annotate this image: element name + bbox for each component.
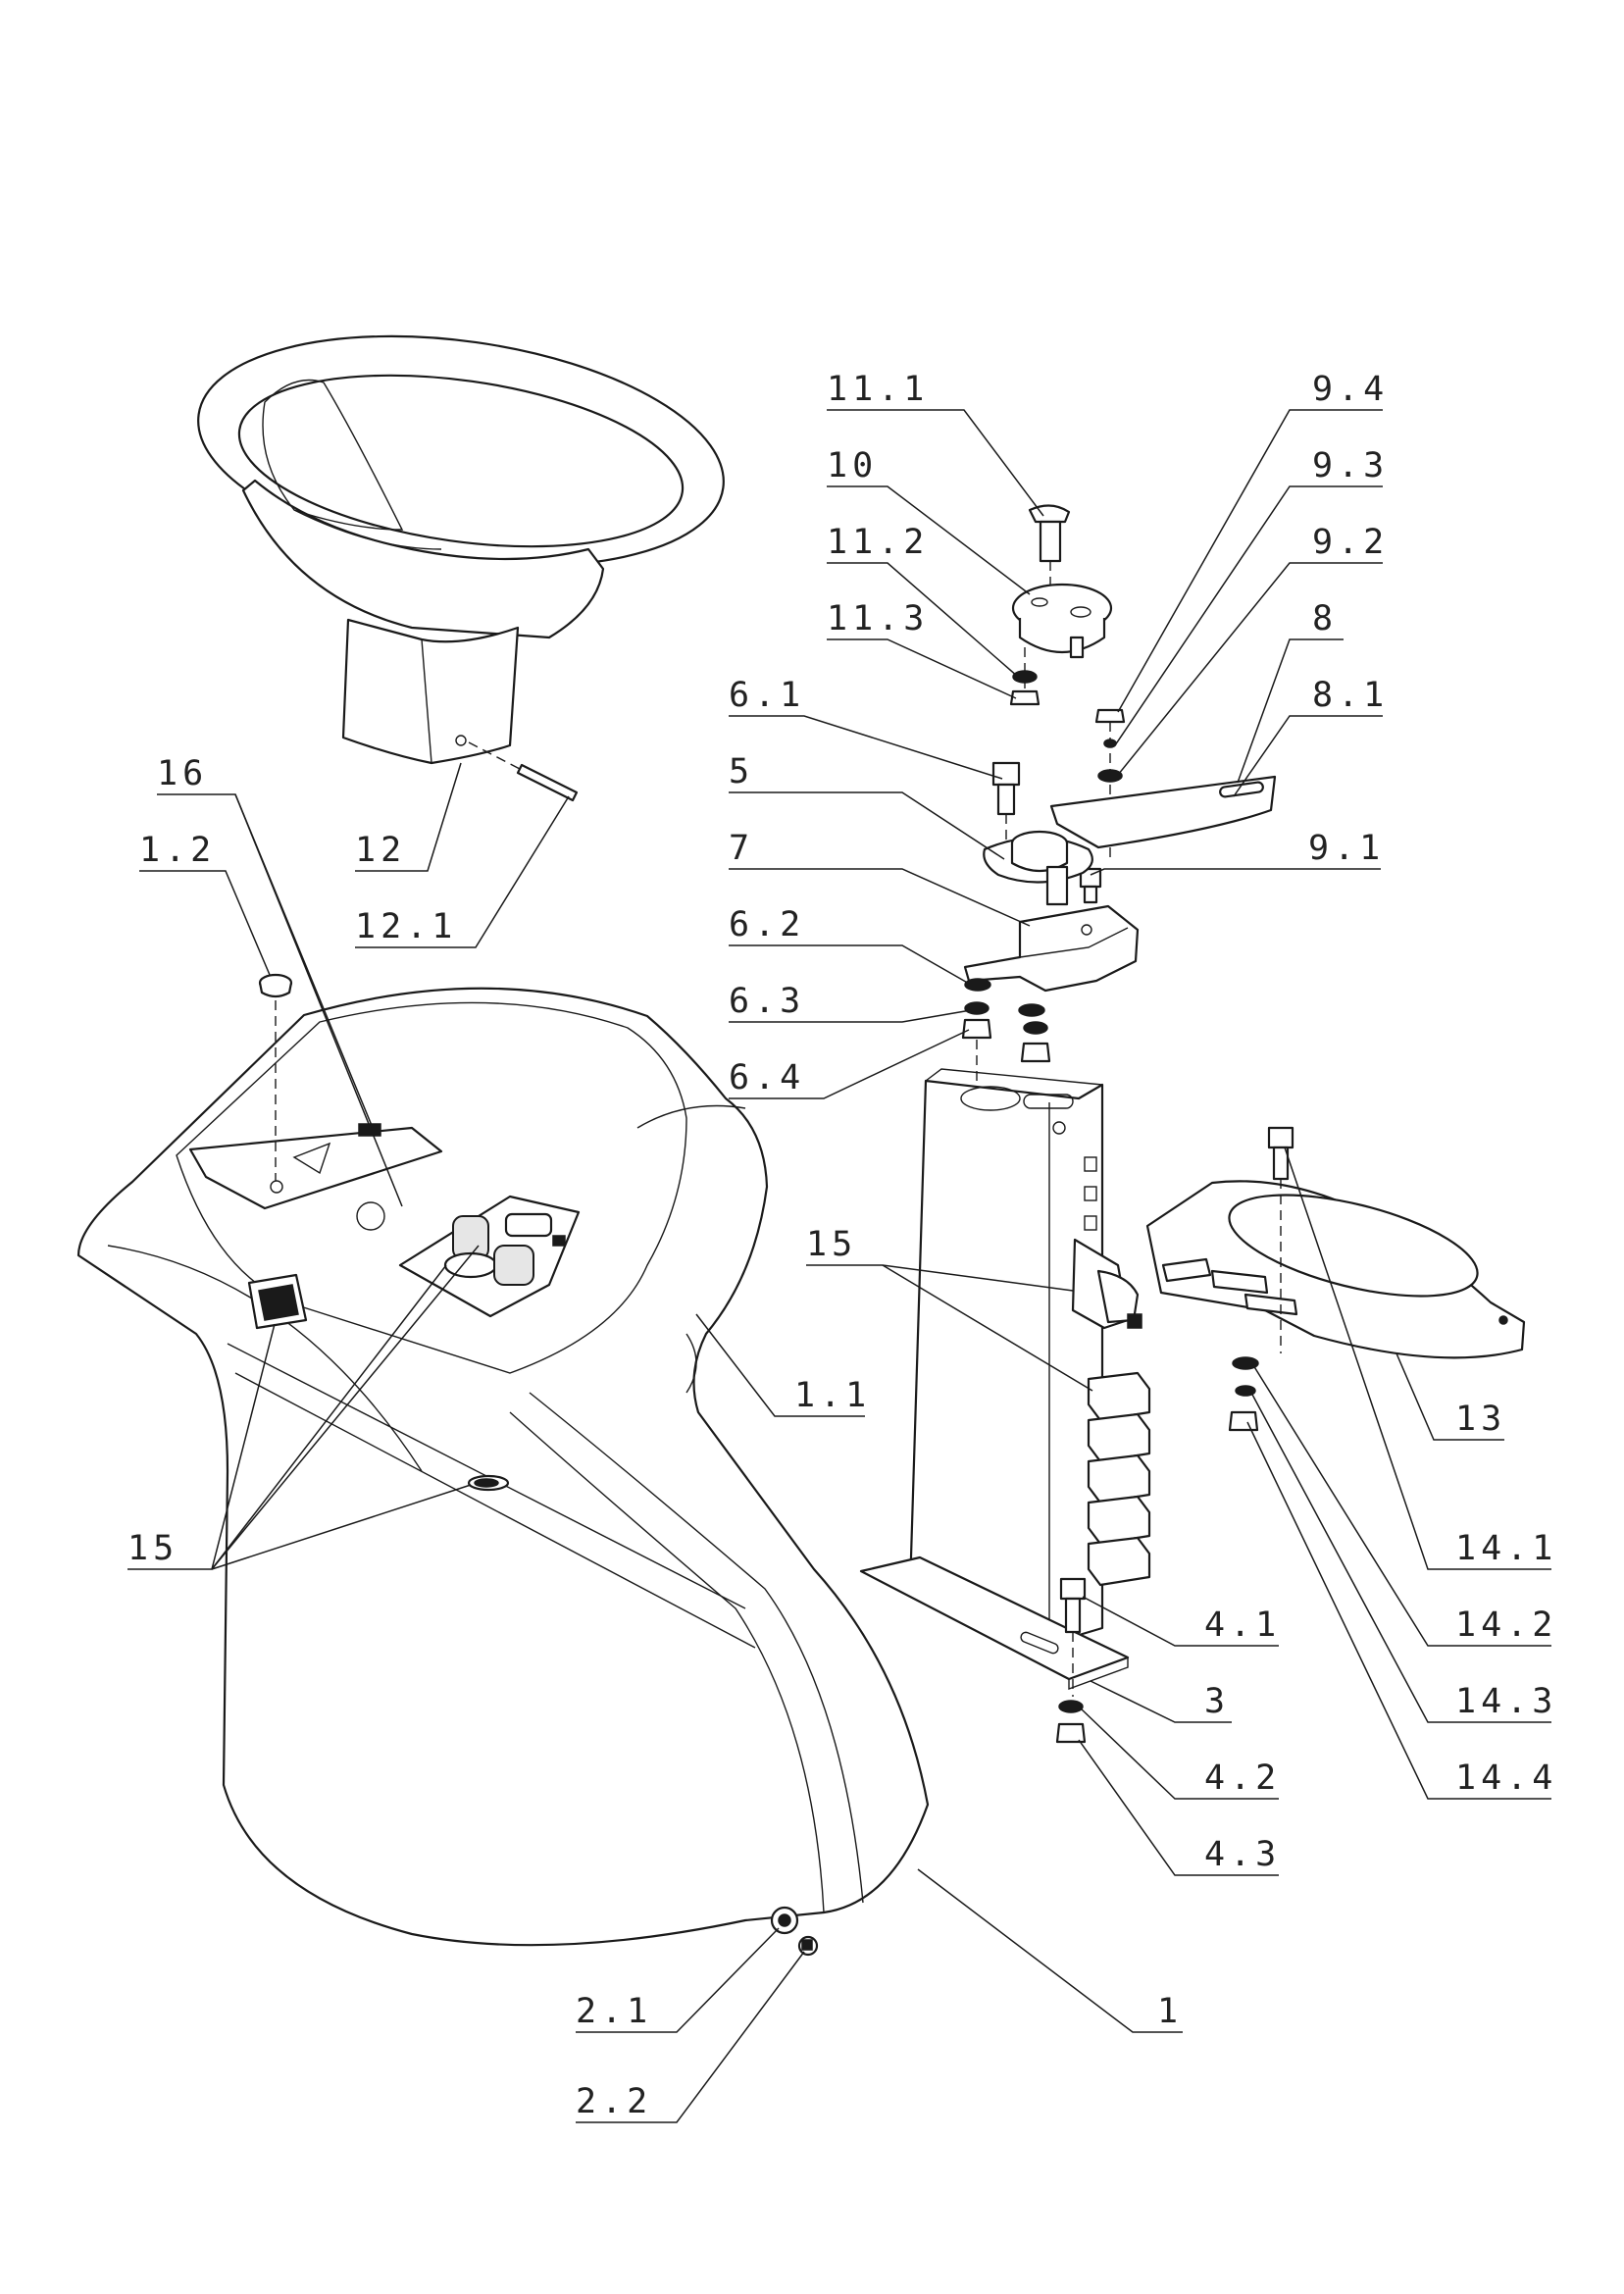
- callout-11-3: 11.3: [827, 599, 929, 638]
- callout-4-1: 4.1: [1204, 1606, 1281, 1645]
- steering-column-12: [341, 618, 579, 802]
- callout-2-2: 2.2: [576, 2082, 652, 2121]
- washer-6-2: [964, 978, 1045, 1017]
- callout-11-1: 11.1: [827, 370, 929, 409]
- washer-4-2: [1058, 1700, 1084, 1713]
- pedal-bracket-13: [1145, 1180, 1526, 1359]
- callout-9-1: 9.1: [1308, 829, 1385, 868]
- bolt-11-1: [1028, 504, 1071, 598]
- callout-12-1: 12.1: [355, 907, 457, 946]
- callout-2-1: 2.1: [576, 1992, 652, 2031]
- callout-14-2: 14.2: [1455, 1606, 1557, 1645]
- bolt-9-1: [1079, 867, 1102, 904]
- nut-14-4: [1228, 1410, 1259, 1432]
- washer-6-3: [964, 1001, 1048, 1035]
- callout-14-3: 14.3: [1455, 1682, 1557, 1721]
- nut-11-3: [1009, 689, 1040, 706]
- callout-1: 1: [1157, 1992, 1183, 2031]
- callout-4-2: 4.2: [1204, 1759, 1281, 1798]
- switch-block-stack-15: [1071, 1238, 1151, 1587]
- callout-15-left: 15: [127, 1529, 178, 1568]
- hub-10: [1011, 583, 1113, 659]
- callout-12: 12: [355, 831, 406, 870]
- fastener-2-2: [797, 1935, 819, 1957]
- callout-6-2: 6.2: [729, 905, 805, 944]
- callout-16: 16: [157, 754, 208, 793]
- bolt-6-1: [991, 761, 1021, 843]
- bracket-7: [963, 904, 1140, 993]
- callout-14-1: 14.1: [1455, 1529, 1557, 1568]
- washer-14-3: [1235, 1385, 1256, 1397]
- steering-wheel: [197, 334, 725, 639]
- callout-11-2: 11.2: [827, 523, 929, 562]
- callout-14-4: 14.4: [1455, 1759, 1557, 1798]
- bolt-14-1: [1267, 1126, 1294, 1353]
- bolt-4-1: [1059, 1577, 1087, 1697]
- callout-1-1: 1.1: [794, 1376, 871, 1415]
- callout-9-3: 9.3: [1312, 446, 1389, 485]
- callout-9-2: 9.2: [1312, 523, 1389, 562]
- callout-15-right: 15: [806, 1225, 857, 1264]
- washer-14-2: [1232, 1356, 1259, 1370]
- callout-8: 8: [1312, 599, 1338, 638]
- callout-10: 10: [827, 446, 878, 485]
- callout-4-3: 4.3: [1204, 1835, 1281, 1874]
- callout-8-1: 8.1: [1312, 676, 1389, 715]
- nut-4-3: [1055, 1722, 1087, 1744]
- callout-6-4: 6.4: [729, 1058, 805, 1097]
- plug-1-2: [258, 973, 293, 1181]
- callout-6-3: 6.3: [729, 982, 805, 1021]
- callout-6-1: 6.1: [729, 676, 805, 715]
- leader-lines: [127, 409, 1551, 2123]
- console-hood-1: [76, 987, 930, 1947]
- bracket-plate-8: [1049, 775, 1277, 849]
- nut-9-4: [1094, 708, 1126, 724]
- callout-3: 3: [1204, 1682, 1230, 1721]
- callout-labels: 11.1 10 11.2 11.3 9.4 9.3 9.2 8 8.1 9.1 …: [127, 370, 1557, 2121]
- bearing-flange-5: [983, 830, 1093, 906]
- callout-9-4: 9.4: [1312, 370, 1389, 409]
- callout-1-2: 1.2: [139, 831, 216, 870]
- fastener-2-1: [770, 1906, 799, 1935]
- callout-5: 5: [729, 752, 754, 791]
- nut-6-4: [961, 1018, 1051, 1063]
- column-housing-3: [859, 1068, 1130, 1691]
- callout-7: 7: [729, 829, 754, 868]
- callout-13: 13: [1455, 1400, 1506, 1439]
